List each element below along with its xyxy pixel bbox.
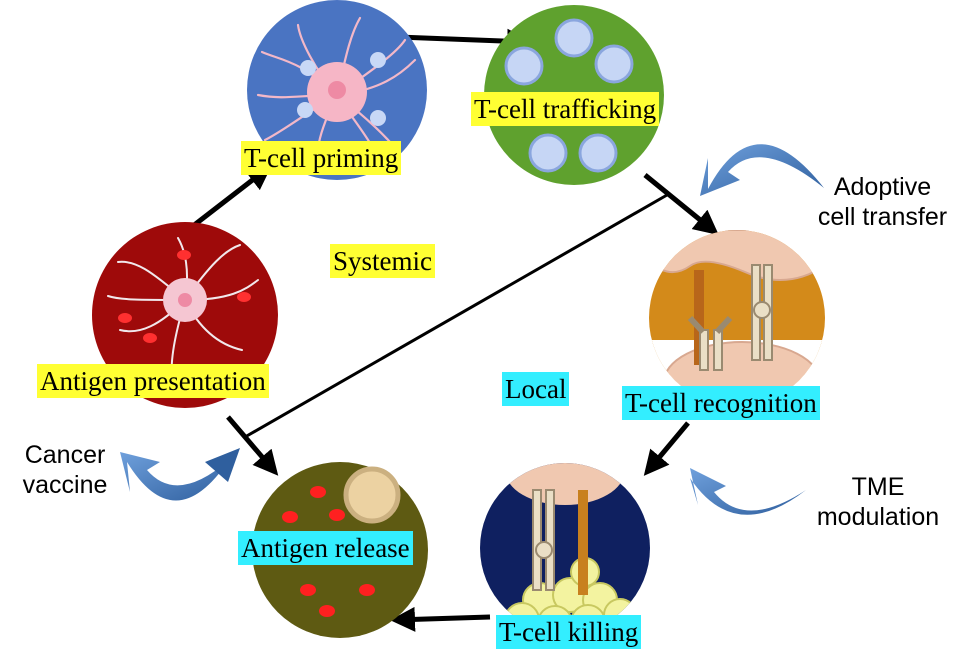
- region-label-local: Local: [502, 372, 570, 406]
- adoptive-transfer-arrow-icon: [700, 144, 824, 196]
- region-label-systemic: Systemic: [330, 244, 435, 278]
- arrow-trafficking-to-recognition: [643, 173, 719, 236]
- tumor-cell-icon: [343, 466, 401, 524]
- intervention-tme-modulation: TME modulation: [803, 472, 953, 532]
- priming-node: [247, 0, 427, 180]
- cancer-vaccine-arrow-icon: [120, 448, 240, 501]
- t-cell-icons: [504, 18, 634, 173]
- tme-modulation-arrow-icon: [690, 468, 806, 515]
- arrow-presentation-to-release: [226, 415, 279, 476]
- stage-label-killing: T-cell killing: [496, 615, 642, 649]
- intervention-adoptive-line1: Adoptive: [833, 173, 932, 201]
- dendritic-cell-icon: [107, 237, 259, 381]
- arrow-recognition-to-killing: [643, 421, 690, 476]
- stage-label-recognition: T-cell recognition: [622, 386, 820, 420]
- intervention-tme-line2: modulation: [816, 503, 940, 531]
- stage-label-priming: T-cell priming: [241, 141, 402, 175]
- intervention-tme-line1: TME: [851, 473, 905, 501]
- systemic-local-divider: [244, 193, 668, 439]
- killing-node: [480, 463, 650, 633]
- stage-label-trafficking: T-cell trafficking: [471, 92, 660, 126]
- intervention-adoptive-line2: cell transfer: [817, 203, 948, 231]
- intervention-cancer-vaccine: Cancer vaccine: [10, 440, 120, 500]
- intervention-vaccine-line2: vaccine: [22, 471, 108, 499]
- arrow-killing-to-release: [390, 606, 491, 632]
- antigen-dots: [282, 486, 375, 617]
- intervention-adoptive-cell-transfer: Adoptive cell transfer: [800, 172, 965, 232]
- stage-label-release: Antigen release: [238, 531, 413, 565]
- intervention-vaccine-line1: Cancer: [24, 441, 106, 469]
- stage-label-presentation: Antigen presentation: [37, 364, 269, 398]
- presentation-node: [92, 222, 278, 408]
- antigen-dots: [118, 250, 251, 343]
